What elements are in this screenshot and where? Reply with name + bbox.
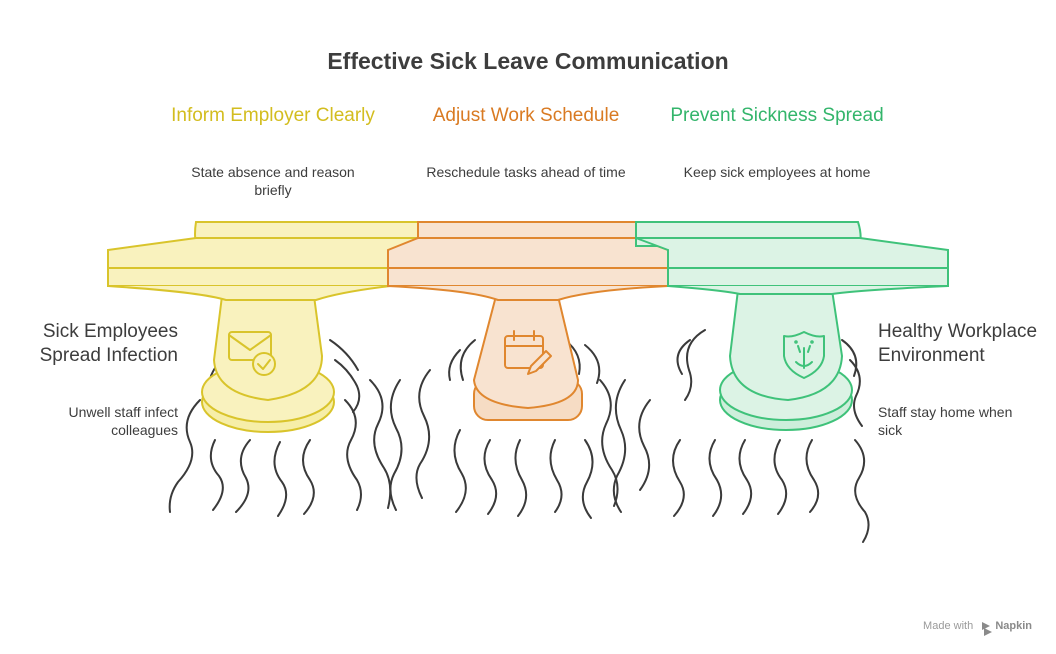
- left-side-desc: Unwell staff infect colleagues: [68, 404, 178, 438]
- calendar-edit-icon: [504, 330, 552, 375]
- pier-prevent: [719, 289, 853, 431]
- wavy-ground-lines: [168, 329, 870, 543]
- footer-credit: Made with Napkin: [923, 620, 1032, 632]
- column-desc-inform: State absence and reason briefly: [191, 164, 355, 198]
- right-side-desc: Staff stay home when sick: [878, 404, 1013, 438]
- column-title-inform: Inform Employer Clearly: [171, 105, 375, 126]
- right-side-title: Healthy Workplace Environment: [878, 321, 1038, 366]
- pier-inform: [201, 295, 335, 433]
- footer-brand: Napkin: [995, 620, 1032, 632]
- shield-leaf-icon: [783, 331, 825, 379]
- column-title-prevent: Prevent Sickness Spread: [670, 105, 884, 126]
- column-title-adjust: Adjust Work Schedule: [432, 105, 620, 126]
- left-side-title: Sick Employees Spread Infection: [39, 321, 178, 366]
- deck-prevent: [635, 221, 949, 295]
- deck-inform: [107, 221, 419, 301]
- column-desc-adjust: Reschedule tasks ahead of time: [426, 164, 626, 180]
- napkin-logo-icon: [982, 622, 992, 636]
- envelope-check-icon: [228, 331, 276, 376]
- footer-made-with: Made with: [923, 620, 974, 632]
- deck-adjust: [387, 221, 669, 301]
- column-desc-prevent: Keep sick employees at home: [683, 164, 871, 180]
- pier-adjust: [472, 295, 583, 421]
- diagram-title: Effective Sick Leave Communication: [327, 48, 729, 74]
